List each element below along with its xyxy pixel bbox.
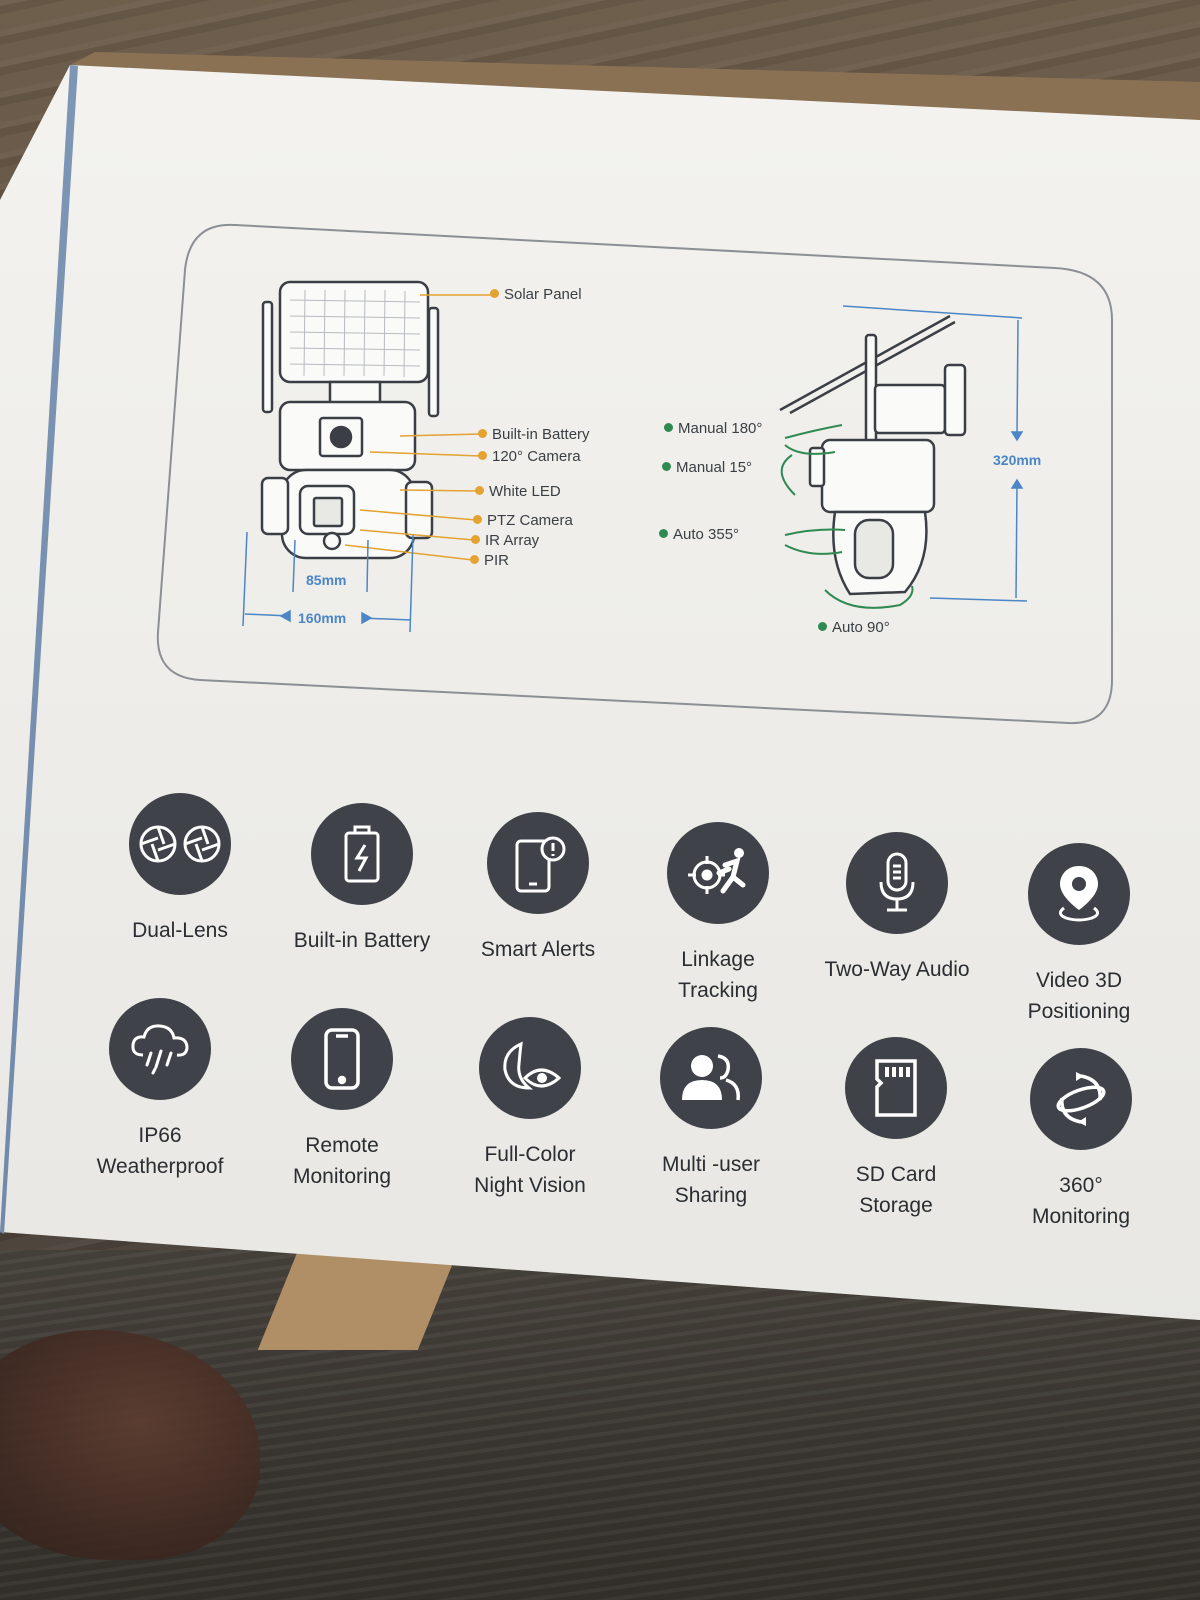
label-120-camera: 120° Camera [478, 448, 581, 465]
feature-dual-lens: Dual-Lens [100, 793, 260, 946]
battery-icon [311, 803, 413, 905]
feature-label: Built-in Battery [293, 929, 431, 952]
feature-video-3d-positioning: Video 3D Positioning [999, 843, 1159, 1027]
side-camera-drawing [779, 314, 967, 596]
feature-label: Smart Alerts [480, 938, 596, 961]
sd-card-icon [845, 1037, 947, 1139]
orange-dot-icon [473, 515, 482, 524]
feature-label: Two-Way Audio [824, 958, 970, 981]
target-runner-icon [667, 822, 769, 924]
feature-linkage-tracking: Linkage Tracking [638, 822, 798, 1006]
diagram-frame [156, 223, 1113, 725]
feature-remote-monitoring: Remote Monitoring [262, 1008, 422, 1192]
green-dot-icon [664, 423, 673, 432]
feature-two-way-audio: Two-Way Audio [817, 832, 977, 985]
location-pin-icon [1028, 843, 1130, 945]
moon-eye-icon [479, 1017, 581, 1119]
feature-smart-alerts: Smart Alerts [458, 812, 618, 965]
feature-label: SD Card Storage [855, 1163, 937, 1217]
dimension-160mm: 160mm [298, 610, 347, 626]
feature-label: Remote Monitoring [292, 1134, 392, 1188]
feature-built-in-battery: Built-in Battery [282, 803, 442, 956]
label-manual-180: Manual 180° [664, 420, 762, 437]
microphone-icon [846, 832, 948, 934]
orange-dot-icon [471, 535, 480, 544]
feature-label: Multi -user Sharing [661, 1153, 761, 1207]
label-white-led: White LED [475, 483, 561, 500]
feature-label: IP66 Weatherproof [96, 1124, 224, 1178]
feature-multi-user-sharing: Multi -user Sharing [631, 1027, 791, 1211]
green-dot-icon [818, 622, 827, 631]
orange-dot-icon [478, 429, 487, 438]
dimension-85mm: 85mm [306, 572, 347, 588]
feature-sd-card-storage: SD Card Storage [816, 1037, 976, 1221]
label-manual-15: Manual 15° [662, 459, 752, 476]
feature-ip66-weatherproof: IP66 Weatherproof [80, 998, 240, 1182]
orange-dot-icon [490, 289, 499, 298]
label-auto-90: Auto 90° [818, 619, 890, 636]
green-dot-icon [659, 529, 668, 538]
label-solar-panel: Solar Panel [490, 286, 582, 303]
label-auto-355: Auto 355° [659, 526, 739, 543]
dimension-320mm: 320mm [993, 452, 1042, 468]
rain-cloud-icon [109, 998, 211, 1100]
label-ptz-camera: PTZ Camera [473, 512, 573, 529]
feature-label: Dual-Lens [132, 919, 228, 942]
users-icon [660, 1027, 762, 1129]
rotate-360-icon [1030, 1048, 1132, 1150]
feature-full-color-night-vision: Full-Color Night Vision [450, 1017, 610, 1201]
orange-dot-icon [475, 486, 484, 495]
label-pir: PIR [470, 552, 509, 569]
label-built-in-battery: Built-in Battery [478, 426, 590, 443]
green-dot-icon [662, 462, 671, 471]
feature-360-monitoring: 360° Monitoring [1001, 1048, 1161, 1232]
label-ir-array: IR Array [471, 532, 539, 549]
orange-dot-icon [478, 451, 487, 460]
orange-dot-icon [470, 555, 479, 564]
dual-lens-icon [129, 793, 231, 895]
phone-alert-icon [487, 812, 589, 914]
feature-label: 360° Monitoring [1031, 1174, 1131, 1228]
feature-label: Linkage Tracking [678, 948, 758, 1002]
smartphone-icon [291, 1008, 393, 1110]
feature-label: Full-Color Night Vision [474, 1143, 586, 1197]
feature-label: Video 3D Positioning [1027, 969, 1131, 1023]
front-camera-drawing [260, 280, 440, 560]
